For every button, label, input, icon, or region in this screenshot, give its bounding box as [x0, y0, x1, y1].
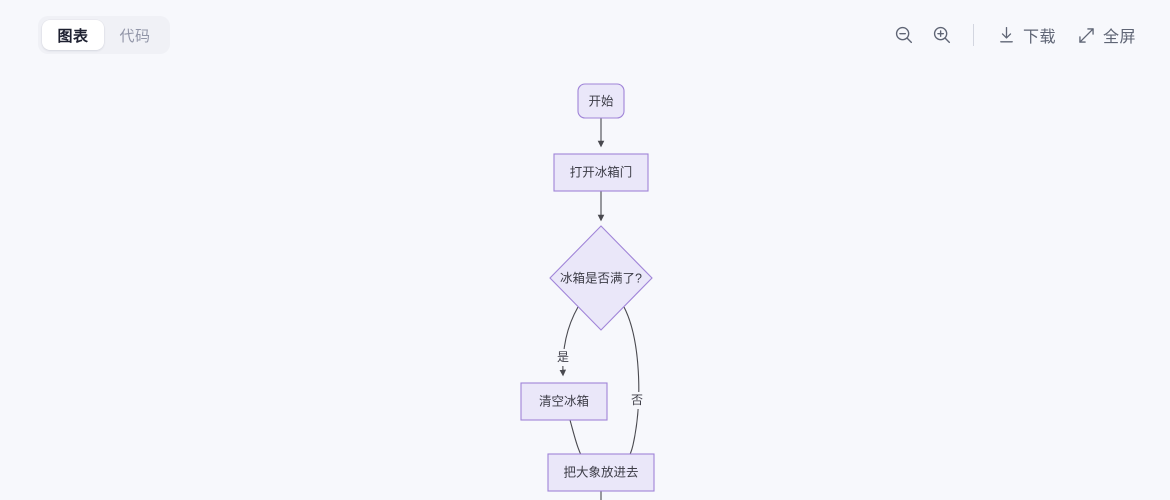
node-put-elephant-in-label: 把大象放进去 — [563, 464, 638, 479]
node-put-elephant-in-shape — [547, 453, 655, 492]
download-label: 下载 — [1022, 29, 1056, 46]
node-empty-fridge[interactable]: 清空冰箱 — [520, 382, 608, 421]
zoom-out-button[interactable] — [885, 18, 923, 52]
download-icon — [996, 25, 1017, 46]
node-start[interactable]: 开始 — [577, 83, 625, 119]
edge-full-empty-yes — [559, 306, 579, 377]
node-open-fridge-shape — [553, 153, 649, 192]
edge-full-put-no — [616, 306, 640, 468]
fullscreen-button[interactable]: 全屏 — [1066, 18, 1146, 52]
node-is-fridge-full-label: 冰箱是否满了? — [560, 270, 642, 285]
zoom-out-icon — [893, 24, 915, 46]
edge-label-no: 否 — [631, 393, 643, 407]
tab-code[interactable]: 代码 — [104, 20, 166, 50]
tab-code-label: 代码 — [119, 27, 151, 45]
edge-label-yes: 是 — [557, 350, 569, 364]
tab-chart[interactable]: 图表 — [42, 20, 104, 50]
node-start-shape — [577, 83, 625, 119]
edge-labels: 是 否 — [554, 349, 646, 409]
zoom-in-icon — [931, 24, 953, 46]
node-empty-fridge-shape — [520, 382, 608, 421]
fullscreen-label: 全屏 — [1102, 29, 1136, 46]
node-is-fridge-full-shape — [549, 225, 653, 331]
edge-label-yes-bg — [554, 349, 572, 366]
viewer-header: 图表 代码 — [0, 0, 1170, 70]
download-button[interactable]: 下载 — [986, 18, 1066, 52]
edge-label-no-bg — [628, 392, 646, 409]
node-put-elephant-in[interactable]: 把大象放进去 — [547, 453, 655, 492]
toolbar-divider — [972, 24, 974, 46]
view-mode-tabs: 图表 代码 — [38, 16, 170, 54]
node-open-fridge[interactable]: 打开冰箱门 — [553, 153, 649, 192]
node-empty-fridge-label: 清空冰箱 — [539, 393, 589, 408]
zoom-in-button[interactable] — [923, 18, 961, 52]
viewer-toolbar: 下载 全屏 — [885, 18, 1146, 52]
node-start-label: 开始 — [588, 94, 614, 108]
flowchart: 是 否 开始 打开冰箱门 冰箱是否满了? 清空冰箱 — [520, 83, 655, 500]
fullscreen-icon — [1076, 25, 1097, 46]
diagram-canvas[interactable]: 是 否 开始 打开冰箱门 冰箱是否满了? 清空冰箱 — [0, 70, 1170, 500]
tab-chart-label: 图表 — [57, 27, 89, 45]
node-open-fridge-label: 打开冰箱门 — [570, 164, 633, 179]
node-is-fridge-full[interactable]: 冰箱是否满了? — [549, 225, 653, 331]
